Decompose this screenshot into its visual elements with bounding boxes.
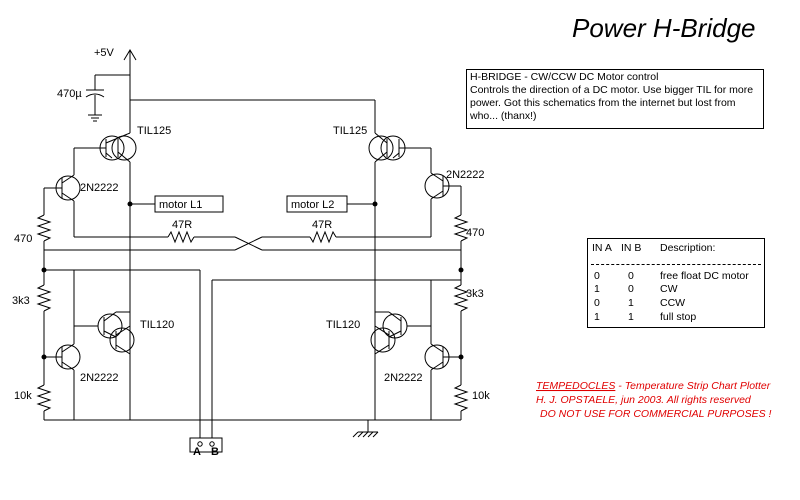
- input-b-pin: [209, 441, 215, 447]
- description-heading: H-BRIDGE - CW/CCW DC Motor control: [470, 71, 659, 83]
- cell-in-a: 1: [594, 283, 600, 295]
- description-box: H-BRIDGE - CW/CCW DC Motor control Contr…: [466, 69, 764, 129]
- cell-in-a: 0: [594, 297, 600, 309]
- cell-description: CCW: [660, 297, 686, 309]
- resistor-3k3-right-label: 3k3: [466, 288, 484, 300]
- til120-right-label: TIL120: [326, 319, 360, 331]
- til125-right-transistor: [368, 132, 406, 163]
- supply-terminal: [123, 49, 137, 133]
- q2222-lower-left-label: 2N2222: [80, 372, 119, 384]
- motor-l2-label: motor L2: [291, 199, 334, 211]
- resistor-470-right: [453, 214, 469, 242]
- resistor-10k-right: [453, 384, 469, 412]
- input-connector: [189, 437, 223, 453]
- description-line: Controls the direction of a DC motor. Us…: [470, 84, 754, 96]
- cell-description: full stop: [660, 311, 697, 323]
- resistor-10k-left-label: 10k: [14, 390, 32, 402]
- table-row: 1 1 full stop: [588, 311, 764, 324]
- cell-in-b: 1: [628, 297, 634, 309]
- resistor-47r-left-label: 47R: [172, 219, 192, 231]
- capacitor-label: 470µ: [57, 88, 82, 100]
- credit-line-2: H. J. OPSTAELE, jun 2003. All rights res…: [536, 394, 752, 406]
- credit-line-1: TEMPEDOCLES - Temperature Strip Chart Pl…: [536, 380, 771, 392]
- til125-left-transistor: [99, 132, 137, 163]
- q2222-upper-left-transistor: [44, 174, 81, 202]
- cell-in-b: 1: [628, 311, 634, 323]
- motor-l1-label: motor L1: [159, 199, 202, 211]
- truth-table: IN A IN B Description: 0 0 free float DC…: [587, 238, 765, 328]
- resistor-470-right-label: 470: [466, 227, 484, 239]
- q2222-upper-left-label: 2N2222: [80, 182, 119, 194]
- cell-description: free float DC motor: [660, 270, 749, 282]
- input-a-label: A: [193, 446, 201, 458]
- page-title: Power H-Bridge: [572, 13, 756, 43]
- q2222-upper-right-transistor: [424, 172, 461, 200]
- resistor-47r-right: [309, 230, 337, 244]
- resistor-47r-left: [167, 230, 195, 244]
- resistor-470-left: [36, 214, 52, 242]
- header-in-b: IN B: [621, 242, 642, 254]
- til120-right-transistor: [370, 311, 408, 355]
- capacitor: [85, 74, 130, 122]
- description-line: who... (thanx!): [470, 110, 537, 122]
- resistor-470-left-label: 470: [14, 233, 32, 245]
- q2222-lower-left-transistor: [44, 343, 81, 371]
- truth-table-separator: [591, 264, 761, 265]
- q2222-upper-right-label: 2N2222: [446, 169, 485, 181]
- supply-label: +5V: [94, 47, 115, 59]
- cell-in-a: 1: [594, 311, 600, 323]
- input-b-label: B: [211, 446, 219, 458]
- table-row: 1 0 CW: [588, 283, 764, 296]
- description-line: power. Got this schematics from the inte…: [470, 97, 736, 109]
- resistor-10k-right-label: 10k: [472, 390, 490, 402]
- header-in-a: IN A: [592, 242, 612, 254]
- resistor-3k3-left: [36, 284, 52, 312]
- q2222-lower-right-label: 2N2222: [384, 372, 423, 384]
- input-a-pin: [197, 441, 203, 447]
- ground-symbol: [352, 420, 379, 438]
- til125-left-label: TIL125: [137, 125, 171, 137]
- table-row: 0 1 CCW: [588, 297, 764, 310]
- resistor-47r-right-label: 47R: [312, 219, 332, 231]
- table-row: 0 0 free float DC motor: [588, 270, 764, 283]
- resistor-3k3-left-label: 3k3: [12, 295, 30, 307]
- cell-in-a: 0: [594, 270, 600, 282]
- til120-left-label: TIL120: [140, 319, 174, 331]
- q2222-lower-right-transistor: [424, 343, 461, 371]
- truth-table-header: IN A IN B Description:: [588, 242, 764, 255]
- til120-left-transistor: [97, 311, 135, 355]
- cell-in-b: 0: [628, 283, 634, 295]
- resistor-3k3-right: [453, 284, 469, 312]
- cell-description: CW: [660, 283, 678, 295]
- header-description: Description:: [660, 242, 716, 254]
- credit-line-3: DO NOT USE FOR COMMERCIAL PURPOSES !: [540, 408, 772, 420]
- til125-right-label: TIL125: [333, 125, 367, 137]
- cell-in-b: 0: [628, 270, 634, 282]
- resistor-10k-left: [36, 384, 52, 412]
